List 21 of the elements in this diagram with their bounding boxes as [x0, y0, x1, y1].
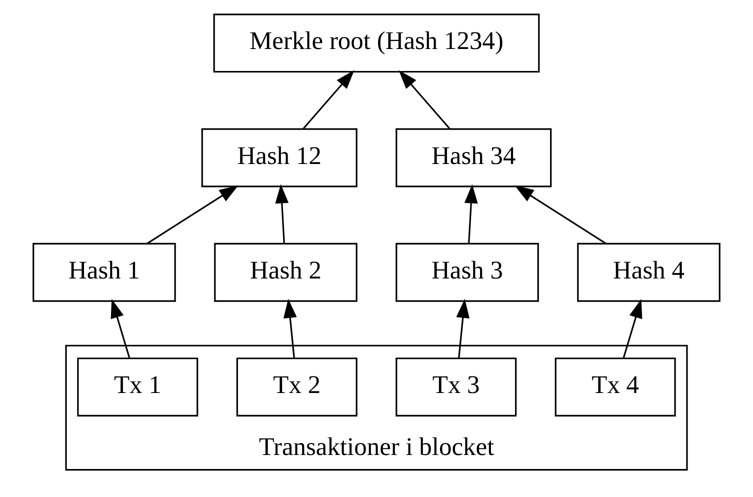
arrow — [146, 185, 238, 244]
node-box: Hash 3 — [396, 242, 539, 302]
arrow — [110, 298, 130, 358]
node-box: Tx 2 — [236, 358, 358, 416]
node-box: Tx 3 — [396, 358, 517, 416]
node-box: Hash 12 — [201, 128, 358, 188]
arrow — [464, 184, 478, 244]
node-box: Hash 4 — [577, 242, 720, 302]
arrow — [302, 70, 354, 130]
node-box: Hash 1 — [32, 242, 176, 302]
arrow — [398, 70, 450, 130]
node-box: Hash 34 — [396, 128, 552, 188]
arrow — [622, 298, 642, 358]
node-box: Hash 2 — [214, 242, 358, 302]
arrow — [283, 298, 297, 358]
node-box: Tx 1 — [77, 358, 198, 416]
arrow — [275, 184, 289, 244]
node-box: Tx 4 — [554, 358, 676, 416]
node-box: Merkle root (Hash 1234) — [213, 14, 540, 73]
arrow — [456, 298, 470, 358]
arrow — [514, 185, 606, 244]
